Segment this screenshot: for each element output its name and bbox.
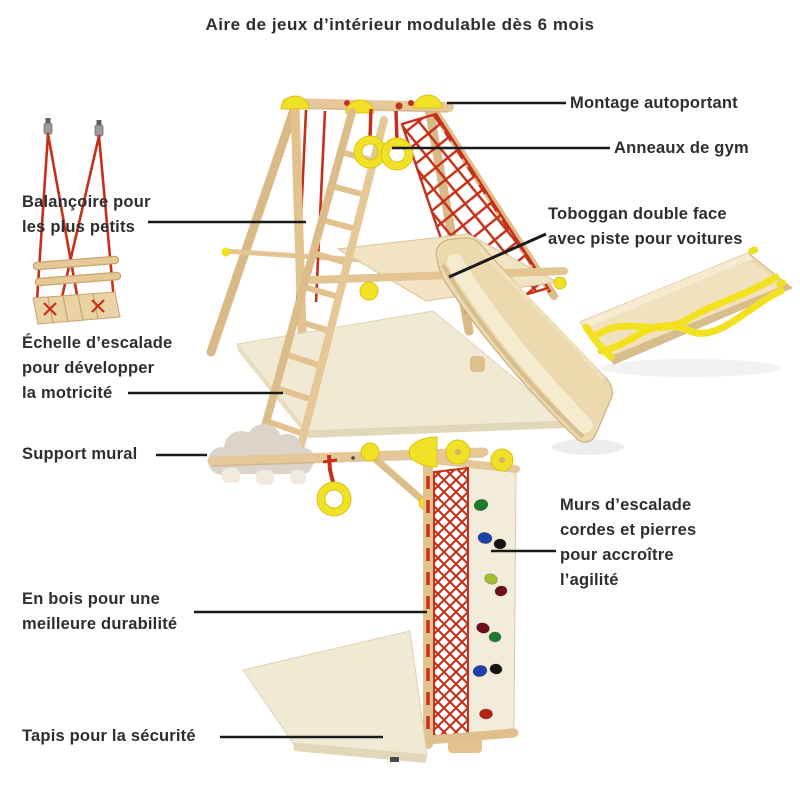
label-murs-escalade: Murs d’escalade cordes et pierres pour a… <box>560 496 697 589</box>
yellow-car-track <box>582 273 785 361</box>
main-structure-illustration <box>206 94 624 465</box>
swing-guard-rails <box>32 255 122 287</box>
climbing-tower <box>408 436 520 753</box>
baby-swing-illustration <box>32 118 122 325</box>
beam-cap-round <box>359 281 379 301</box>
swing-seat <box>32 291 121 325</box>
wall-unit-illustration <box>207 424 520 763</box>
slide-hook <box>748 246 759 255</box>
page-title: Aire de jeux d’intérieur modulable dès 6… <box>205 15 595 34</box>
gym-rings <box>353 108 414 171</box>
corner-cap-fan <box>408 436 438 468</box>
slide <box>435 237 624 455</box>
rope-knots <box>344 100 414 110</box>
label-echelle-escalade: Échelle d’escalade pour développer la mo… <box>22 334 173 402</box>
label-montage-autoportant: Montage autoportant <box>570 94 738 112</box>
beam-cap-small <box>553 276 567 290</box>
slide-hook <box>776 279 787 288</box>
tower-net <box>433 466 469 742</box>
swing-hooks <box>43 118 104 137</box>
leg-red-dashes <box>432 113 552 293</box>
toboggan-pointer-line <box>448 232 547 279</box>
pointer-lines <box>128 101 610 739</box>
wall-beam <box>207 447 489 466</box>
floor-mat <box>236 310 568 438</box>
label-anneaux-de-gym: Anneaux de gym <box>614 139 749 157</box>
climbing-holds <box>472 498 508 720</box>
label-en-bois: En bois pour une meilleure durabilité <box>22 590 178 633</box>
mid-beam <box>308 267 568 284</box>
label-support-mural: Support mural <box>22 445 138 463</box>
brace-knob <box>221 247 231 257</box>
yellow-frame-caps <box>280 94 443 114</box>
diagonal-brace <box>368 452 432 509</box>
label-tapis-securite: Tapis pour la sécurité <box>22 727 196 745</box>
label-toboggan-double-face: Toboggan double face avec piste pour voi… <box>548 205 743 248</box>
label-balancoire: Balançoire pour les plus petits <box>22 193 151 236</box>
hanging-gym-ring <box>316 454 352 517</box>
wall-unit-mat <box>242 630 428 763</box>
frame-back-left-leg <box>206 102 300 357</box>
reverse-slide-illustration <box>579 246 793 377</box>
